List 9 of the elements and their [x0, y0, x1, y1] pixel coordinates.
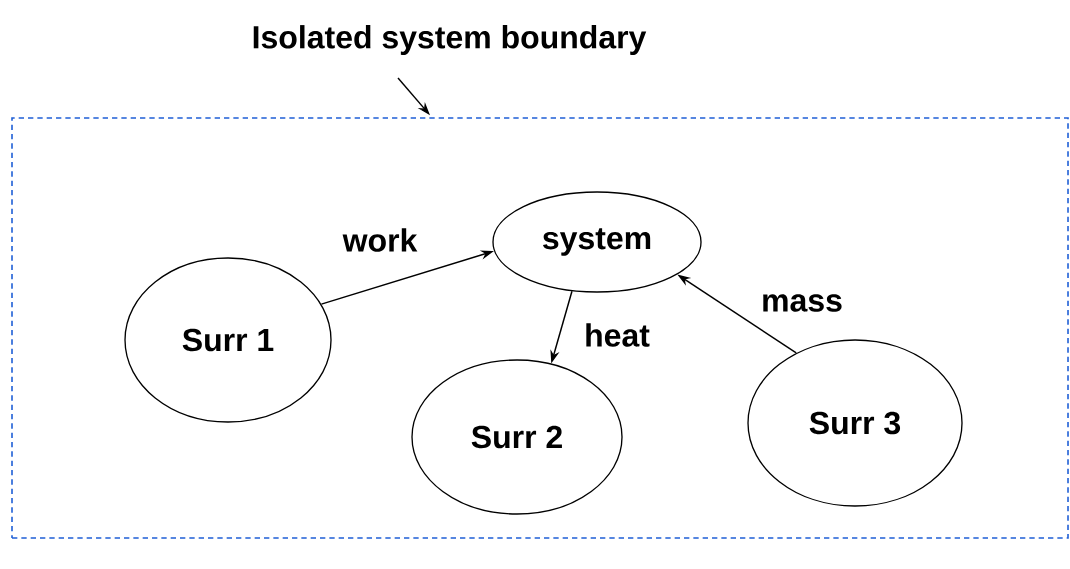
ellipse-node: Surr 3	[747, 339, 963, 507]
edge-label: heat	[582, 321, 652, 349]
dashed-boundary	[11, 117, 1069, 539]
edge-label: mass	[759, 292, 845, 314]
edge-label: work	[341, 226, 419, 254]
heading-text: Isolated system boundary	[253, 25, 647, 55]
ellipse-node: system	[492, 191, 702, 293]
ellipse-node: Surr 1	[124, 257, 332, 423]
ellipse-node: Surr 2	[411, 359, 623, 515]
